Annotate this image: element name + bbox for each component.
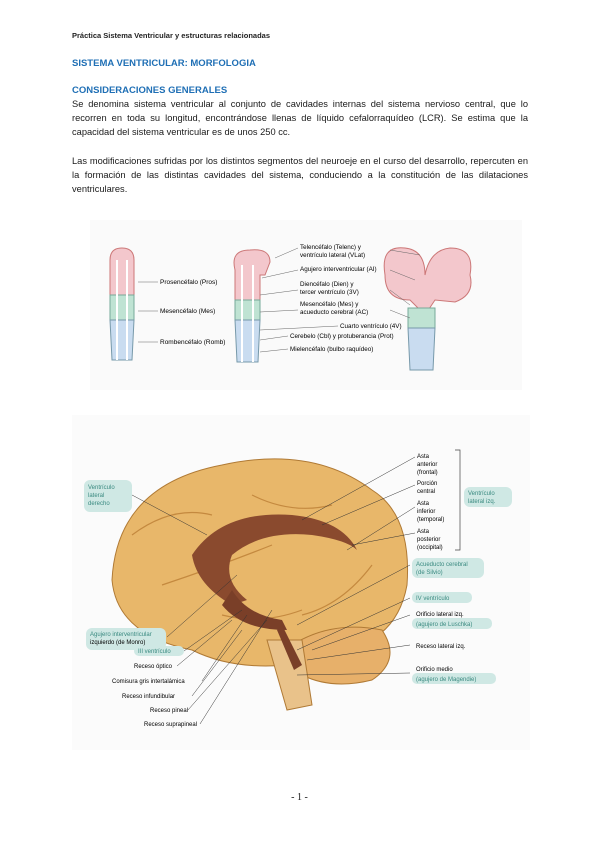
label-rombencefalo: Rombencéfalo (Romb) <box>160 339 225 346</box>
label-cbl: Cerebelo (Cbl) y protuberancia (Prot) <box>290 333 394 340</box>
label-box-ventriculo-derecho <box>84 480 132 512</box>
label-receso-infundibular: Receso infundibular <box>122 694 175 700</box>
figure1-leader-lines <box>138 247 421 353</box>
lateral-ventricle <box>192 514 357 605</box>
asta-label: (occipital) <box>417 545 443 551</box>
asta-label: (temporal) <box>417 517 444 523</box>
label-comisura: Comisura gris intertalámica <box>112 679 185 685</box>
label-mesencefalo: Mesencéfalo (Mes) <box>160 308 215 315</box>
label-magendie: (agujero de Magendie) <box>416 677 476 683</box>
label-3v: tercer ventrículo (3V) <box>300 289 359 296</box>
asta-label: posterior <box>417 537 440 543</box>
label-ventriculo-izq-2: lateral izq. <box>468 499 496 505</box>
asta-label: Porción <box>417 481 437 487</box>
label-monro: izquierdo (de Monro) <box>90 640 145 646</box>
asta-label: Asta <box>417 501 430 507</box>
figure-neural-tube: Prosencéfalo (Pros) Mesencéfalo (Mes) Ro… <box>90 220 522 390</box>
tube-stage-1 <box>109 247 135 361</box>
label-box-ventriculo-izq <box>464 487 512 507</box>
neural-tube-illustration: Prosencéfalo (Pros) Mesencéfalo (Mes) Ro… <box>90 220 522 390</box>
label-iv-ventriculo: IV ventrículo <box>416 596 450 602</box>
label-receso-lateral: Receso lateral izq. <box>416 644 466 650</box>
ventricular-illustration: Ventrículo lateral derecho Asta anterior… <box>72 415 530 750</box>
label-receso-pineal: Receso pineal <box>150 708 188 714</box>
asta-label: central <box>417 489 435 495</box>
label-acueducto: Acueducto cerebral <box>416 562 468 568</box>
third-ventricle <box>222 590 287 630</box>
label-diencefalo: Diencéfalo (Dien) y <box>300 281 354 288</box>
label-iii-ventriculo: III ventrículo <box>138 649 171 655</box>
paragraph-1: Se denomina sistema ventricular al conju… <box>72 99 528 137</box>
page-header: Práctica Sistema Ventricular y estructur… <box>72 31 271 40</box>
asta-label: Asta <box>417 529 430 535</box>
brainstem <box>266 639 313 711</box>
label-prosencefalo: Prosencéfalo (Pros) <box>160 279 217 286</box>
figure2-leader-lines <box>131 456 416 725</box>
label-ventriculo-izq-1: Ventrículo <box>468 491 495 497</box>
brain-hemisphere <box>111 458 409 667</box>
section-title: SISTEMA VENTRICULAR: MORFOLOGIA <box>72 58 256 69</box>
paragraph-2: Las modificaciones sufridas por los dist… <box>72 156 528 194</box>
label-ac: acueducto cerebral (AC) <box>300 309 368 316</box>
tube-stage-3 <box>383 247 472 371</box>
asta-label: inferior <box>417 509 435 515</box>
page-number: - 1 - <box>291 792 308 803</box>
label-receso-optico: Receso óptico <box>134 664 173 670</box>
label-4v: Cuarto ventrículo (4V) <box>340 323 402 330</box>
label-ventriculo-derecho-2: lateral <box>88 493 104 499</box>
label-mes: Mesencéfalo (Mes) y <box>300 301 359 308</box>
asta-label: (frontal) <box>417 470 438 476</box>
cerebellum <box>291 626 391 685</box>
label-agujero-interventricular: Agujero interventricular <box>90 632 152 638</box>
label-ai: Agujero interventricular (AI) <box>300 266 377 273</box>
tube-stage-2 <box>233 249 271 363</box>
label-ventriculo-derecho-3: derecho <box>88 501 110 507</box>
fourth-ventricle <box>277 625 302 670</box>
label-ventriculo-derecho-1: Ventrículo <box>88 485 115 491</box>
label-silvio: (de Silvio) <box>416 570 443 576</box>
asta-label: Asta <box>417 454 430 460</box>
label-mielencefalo: Mielencéfalo (bulbo raquídeo) <box>290 346 373 353</box>
section-subtitle: CONSIDERACIONES GENERALES <box>72 85 228 96</box>
label-telencefalo: Telencéfalo (Telenc) y <box>300 244 362 251</box>
label-orificio-medio: Orificio medio <box>416 667 453 673</box>
label-luschka: (agujero de Luschka) <box>416 622 472 628</box>
label-vlat: ventrículo lateral (VLat) <box>300 252 365 259</box>
label-orificio-lateral: Orificio lateral izq. <box>416 612 464 618</box>
label-receso-suprapineal: Receso suprapineal <box>144 722 197 728</box>
figure-ventricular-system: Ventrículo lateral derecho Asta anterior… <box>72 415 530 750</box>
asta-label: anterior <box>417 462 437 468</box>
